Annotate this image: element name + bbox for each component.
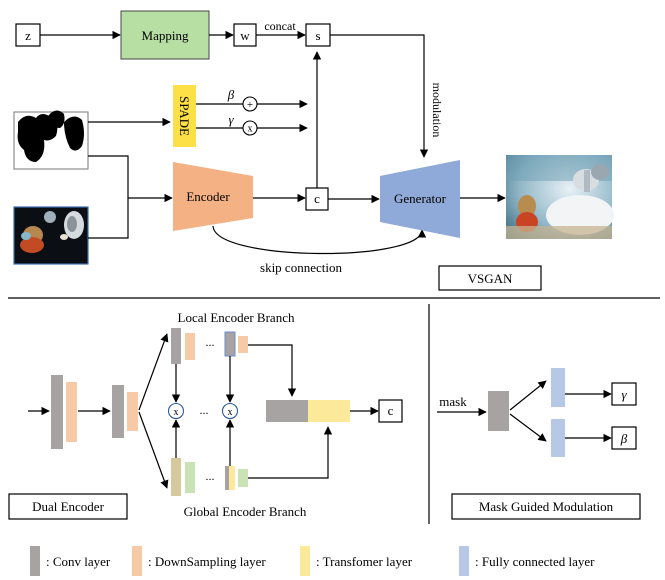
dual-encoder-title-box [8,493,128,520]
local-downsampling-layer-1 [185,333,195,360]
mask-guided-modulation-section: mask γ β Mask Guided Modulation [437,368,641,520]
mask-to-gamma-fc-arrow [509,380,547,411]
stem-downsampling-layer-1 [66,382,77,442]
beta-output-box [611,426,637,450]
local-ellipsis: ... [206,335,215,349]
content-code-box [378,399,403,423]
spade-label: SPADE [177,96,192,136]
multiply-operator-symbol: x [248,124,253,135]
mask-to-encoder-wire [88,155,129,198]
concat-conv-block [266,400,308,422]
global-conv-layer-n [225,466,229,490]
legend-transformer-swatch [300,546,310,576]
global-to-concat-arrow [248,426,333,479]
multiply-node-1 [167,402,185,420]
global-downsampling-layer-n [238,469,248,487]
multiply-node-n [221,402,239,420]
gamma-output-box [611,382,637,406]
global-transformer-layer-1 [185,462,195,493]
dual-encoder-section: Local Encoder Branch Global Encoder Bran… [8,310,403,520]
mask-guided-modulation-title: Mask Guided Modulation [479,499,614,514]
concat-label: concat [264,19,296,33]
generator-block [380,160,460,238]
legend-conv-swatch [30,546,40,576]
legend-transformer-label: : Transfomer layer [316,554,413,569]
local-to-concat-arrow [248,344,297,397]
beta-fc-layer [551,419,565,457]
gamma-label: γ [228,112,234,127]
add-operator-symbol: + [247,99,253,111]
skip-connection-label: skip connection [260,260,342,275]
dual-encoder-title: Dual Encoder [32,499,105,514]
concat-transformer-block [308,400,350,422]
vsgan-title: VSGAN [468,271,513,286]
input-photo-image [13,206,89,265]
w-label: w [240,28,250,43]
stem-conv-layer-1 [51,375,63,449]
modulation-arrow [330,34,429,158]
local-encoder-branch-label: Local Encoder Branch [178,310,295,325]
vsgan-pipeline: z Mapping w concat s modulation [13,10,614,291]
vsgan-title-box [438,265,542,291]
legend-conv-label: : Conv layer [46,554,111,569]
legend-fully-connected-label: : Fully connected layer [475,554,595,569]
multiply-node-1-symbol: x [174,407,179,418]
global-encoder-branch-label: Global Encoder Branch [184,504,307,519]
s-label: s [315,28,320,43]
global-transformer-layer-n [225,466,235,490]
mask-input-label: mask [439,394,467,409]
legend-downsampling-swatch [132,546,142,576]
beta-label: β [227,87,235,102]
global-ellipsis: ... [206,469,215,483]
split-to-local-arrow [138,333,169,411]
mapping-label: Mapping [142,28,189,43]
generator-label: Generator [394,191,447,206]
output-photo-image [506,155,614,239]
content-code-label: c [388,403,394,418]
modulation-label: modulation [430,83,444,138]
stem-downsampling-layer-2 [127,392,138,431]
z-label: z [25,28,31,43]
encoder-label: Encoder [186,189,230,204]
skip-connection-arrow [212,225,427,255]
encoder-block [173,162,253,231]
spade-block [173,85,196,147]
mask-conv-layer [488,391,509,431]
legend: : Conv layer : DownSampling layer : Tran… [30,546,595,576]
mask-image [13,110,89,170]
mask-to-beta-fc-arrow [509,413,547,442]
photo-to-encoder-arrow [88,193,173,239]
local-conv-layer-1 [171,328,181,364]
c-label: c [314,191,320,206]
middle-ellipsis: ... [200,403,209,417]
local-conv-layer-n [225,332,235,356]
multiply-node-n-symbol: x [228,407,233,418]
legend-downsampling-label: : DownSampling layer [148,554,266,569]
legend-fully-connected-swatch [459,546,469,576]
local-downsampling-layer-n [238,336,248,353]
split-to-global-arrow [138,411,169,489]
mask-guided-modulation-title-box [451,493,641,520]
mapping-network-block [120,10,210,60]
stem-conv-layer-2 [112,385,124,438]
beta-output-label: β [620,431,628,446]
gamma-output-label: γ [621,387,627,402]
global-transformer-overlay-1 [171,458,181,496]
gamma-fc-layer [551,368,565,407]
